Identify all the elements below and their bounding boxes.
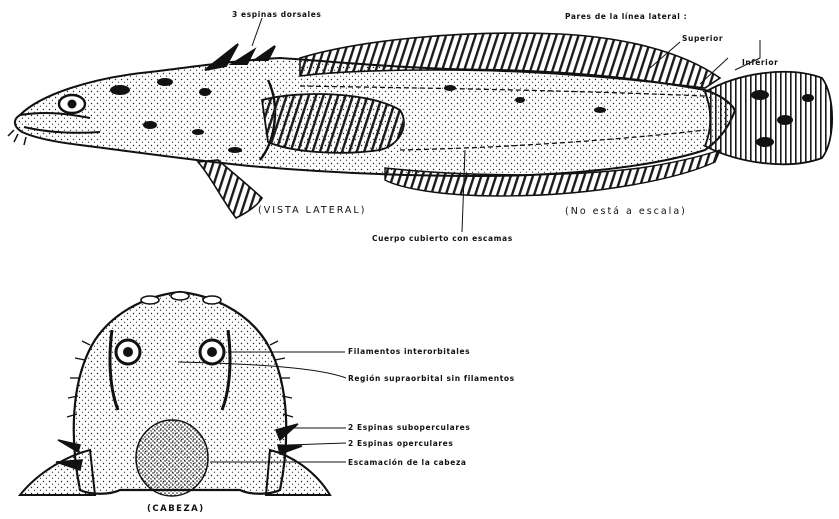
- label-subopercular: 2 Espinas suboperculares: [348, 423, 470, 432]
- label-body-scales: Cuerpo cubierto con escamas: [372, 234, 513, 243]
- label-dorsal-spines: 3 espinas dorsales: [232, 10, 321, 19]
- label-head-view: (CABEZA): [147, 504, 205, 514]
- fish-head-view: [20, 292, 346, 496]
- head-scale-patch: [136, 420, 208, 496]
- label-lateral-upper: Superior: [682, 34, 723, 43]
- label-lateral-line-pairs: Pares de la línea lateral :: [565, 12, 687, 21]
- label-opercular: 2 Espinas operculares: [348, 439, 453, 448]
- caudal-fin: [705, 72, 832, 164]
- label-not-to-scale: (No está a escala): [565, 206, 687, 217]
- pectoral-fin: [262, 94, 404, 153]
- label-lateral-view: (VISTA LATERAL): [258, 205, 366, 216]
- label-supraorbital: Región supraorbital sin filamentos: [348, 374, 515, 383]
- label-interorbital: Filamentos interorbitales: [348, 347, 470, 356]
- label-lateral-lower: Inferior: [742, 58, 778, 67]
- fish-lateral-view: [8, 18, 832, 232]
- label-head-scales: Escamación de la cabeza: [348, 458, 467, 467]
- pelvic-fin: [198, 160, 262, 218]
